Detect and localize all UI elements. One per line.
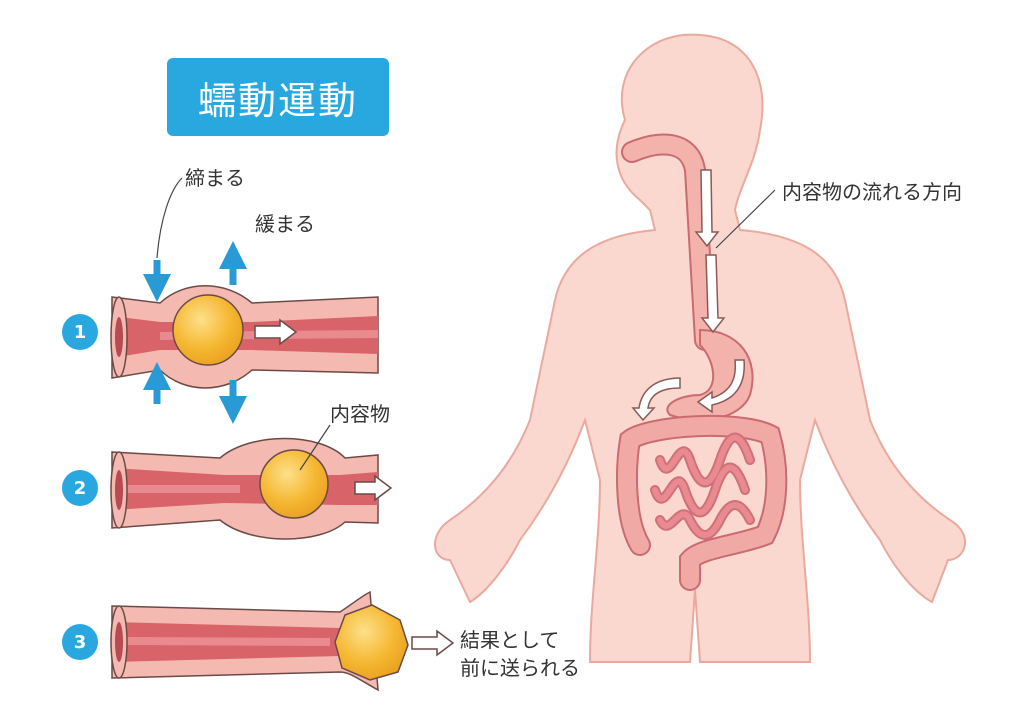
label-contents: 内容物	[330, 402, 390, 426]
flow-arrows	[631, 169, 745, 422]
label-contract: 締まる	[185, 166, 245, 190]
step-number-2: 2	[62, 470, 98, 506]
human-body	[434, 33, 967, 663]
label-result-line1: 結果として	[460, 628, 560, 652]
page-title: 蠕動運動	[167, 58, 389, 136]
label-result-line2: 前に送られる	[460, 656, 580, 680]
step-number-3: 3	[62, 624, 98, 660]
label-relax: 緩まる	[255, 212, 315, 236]
tube-step-3	[110, 590, 455, 692]
tube-step-1	[110, 177, 379, 424]
flow-leader-line	[715, 189, 776, 249]
tube-step-2	[110, 424, 393, 540]
step-number-1: 1	[62, 314, 98, 350]
label-flow-direction: 内容物の流れる方向	[782, 180, 962, 204]
